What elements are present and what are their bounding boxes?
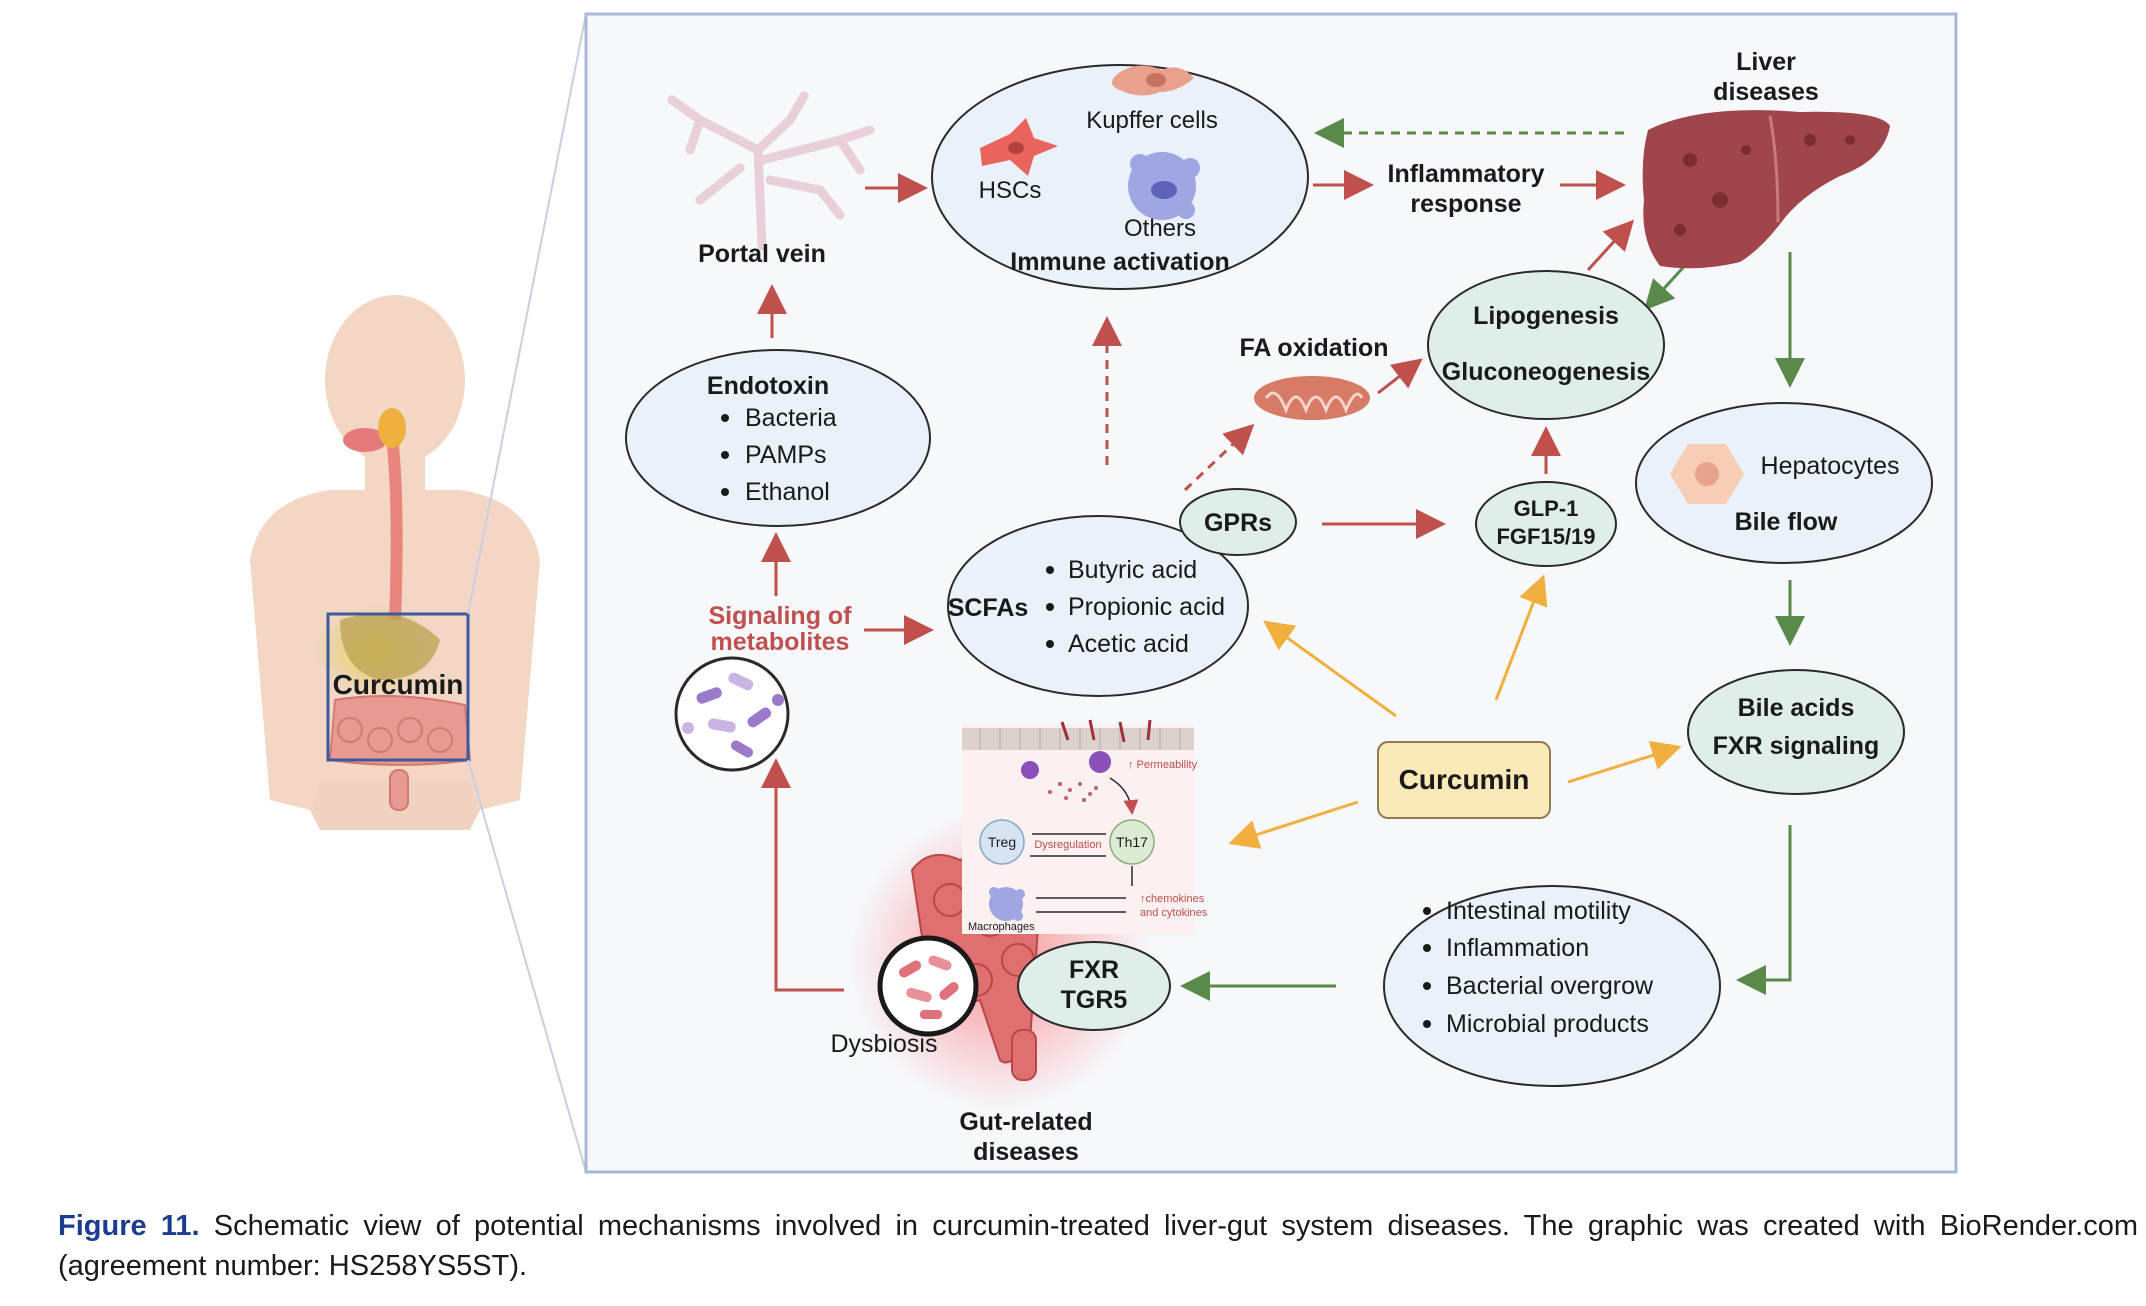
body-curcumin-label: Curcumin [333,669,464,700]
bullet-dot [1423,1020,1431,1028]
tgr5-label: TGR5 [1061,986,1128,1014]
portal-vein-illustration [667,91,875,251]
others-label: Others [1124,215,1196,242]
signaling-line1: Signaling of [708,602,852,630]
bullet-dot [721,488,729,496]
arrow-curcumin-to-scfas [1263,620,1397,718]
bile-acids-node [1687,669,1905,795]
intestinal-effects-node [1383,885,1721,1087]
arrow-lipogenesis-to-liver [1586,219,1635,272]
inflammatory-response-line1: Inflammatory [1388,160,1545,188]
macrophages-label: Macrophages [968,921,1035,933]
bile-acids-label: Bile acids [1738,694,1855,722]
scfas-item-acetic: Acetic acid [1068,630,1189,658]
scfas-node [947,515,1249,697]
gut-barrier-inset: ↑ Permeability Treg Th17 Dysregulation ↑… [962,719,1208,934]
th17-cell-icon [1109,819,1155,865]
dysregulation-label: Dysregulation [1034,839,1101,851]
figure-caption-label: Figure 11. [58,1210,200,1242]
arrow-bile-acids-to-intestinal [1736,825,1792,995]
scfas-item-butyric: Butyric acid [1068,556,1197,584]
liver-diseases-line2: diseases [1713,78,1819,106]
bullet-dot [1423,907,1431,915]
fxr-tgr5-node [1017,941,1171,1031]
other-immune-cell-icon [1128,152,1200,220]
arrow-curcumin-to-bile-acids [1567,740,1682,784]
human-body-illustration [250,295,540,830]
portal-vein-label: Portal vein [698,240,826,268]
hscs-label: HSCs [979,177,1042,204]
kupffer-cell-icon [1112,65,1194,96]
scfas-item-propionic: Propionic acid [1068,593,1225,621]
arrows [757,118,1805,1001]
arrow-fa-to-lipogenesis [1377,358,1423,395]
dysbiosis-microbes-icon [877,935,979,1037]
glp1-label: GLP-1 [1514,496,1579,521]
signaling-line2: metabolites [711,628,850,656]
hsc-cell-icon [980,118,1058,176]
hepatocytes-label: Hepatocytes [1761,452,1900,480]
endotoxin-item-pamps: PAMPs [745,441,827,469]
intestinal-item-inflammation: Inflammation [1446,934,1589,962]
scfas-title: SCFAs [948,594,1029,622]
endotoxin-node [625,349,931,527]
fxr-label: FXR [1069,956,1119,984]
immune-cell-purple-icon [1021,751,1111,779]
endotoxin-item-ethanol: Ethanol [745,478,830,506]
chemokines-line1: ↑chemokines [1140,893,1205,905]
arrow-dysbiosis-to-microbes [761,758,844,992]
immune-activation-label: Immune activation [1010,248,1230,276]
kupffer-cells-label: Kupffer cells [1086,107,1218,134]
fa-oxidation-label: FA oxidation [1239,334,1388,362]
bullet-dot [1046,603,1054,611]
macrophage-icon [989,887,1025,921]
bullet-dot [1046,640,1054,648]
zoom-line-top [467,13,587,615]
hepatocyte-cell-icon [1670,444,1744,504]
bile-flow-label: Bile flow [1735,508,1838,536]
endotoxin-item-bacteria: Bacteria [745,404,837,432]
chemokines-line2: and cytokines [1140,907,1208,919]
intestinal-item-overgrow: Bacterial overgrow [1446,972,1654,1000]
gut-diseases-line2: diseases [973,1138,1079,1166]
gut-diseases-line1: Gut-related [959,1108,1092,1136]
intestinal-item-motility: Intestinal motility [1446,897,1631,925]
bullet-dot [1046,566,1054,574]
treg-label: Treg [988,834,1016,850]
arrow-curcumin-to-glp1 [1494,574,1548,701]
body-focus-box [326,612,470,762]
dysbiosis-label: Dysbiosis [831,1030,938,1058]
gprs-label: GPRs [1204,509,1272,537]
permeability-label: ↑ Permeability [1128,759,1198,771]
hepatocytes-node [1635,402,1933,564]
curcumin-label: Curcumin [1399,764,1530,795]
inflammatory-response-line2: response [1410,190,1521,218]
intestines-shape [328,695,472,811]
bullet-dot [721,451,729,459]
glp1-fgf-node [1475,481,1617,567]
gut-microbes-icon [674,656,790,772]
lipogenesis-label: Lipogenesis [1473,302,1619,330]
figure-caption-text: Schematic view of potential mechanisms i… [58,1210,2138,1282]
bullet-dot [1423,944,1431,952]
zoom-line-bottom [467,759,587,1173]
figure-caption: Figure 11. Schematic view of potential m… [58,1206,2138,1286]
endotoxin-title: Endotoxin [707,372,829,400]
liver-icon [1642,110,1890,269]
bullet-dot [1423,982,1431,990]
treg-cell-icon [979,819,1025,865]
lipogenesis-gluconeogenesis-node [1427,270,1665,420]
mitochondrion-icon [1254,376,1370,420]
gluconeogenesis-label: Gluconeogenesis [1442,358,1650,386]
liver-diseases-line1: Liver [1736,48,1796,76]
intestinal-item-microbial: Microbial products [1446,1010,1649,1038]
fxr-signaling-label: FXR signaling [1713,732,1880,760]
fgf-label: FGF15/19 [1496,524,1595,549]
gprs-node [1179,488,1297,556]
th17-label: Th17 [1116,834,1148,850]
curcumin-node [1377,741,1551,819]
arrow-curcumin-to-inset [1228,800,1359,849]
bullet-dot [721,414,729,422]
